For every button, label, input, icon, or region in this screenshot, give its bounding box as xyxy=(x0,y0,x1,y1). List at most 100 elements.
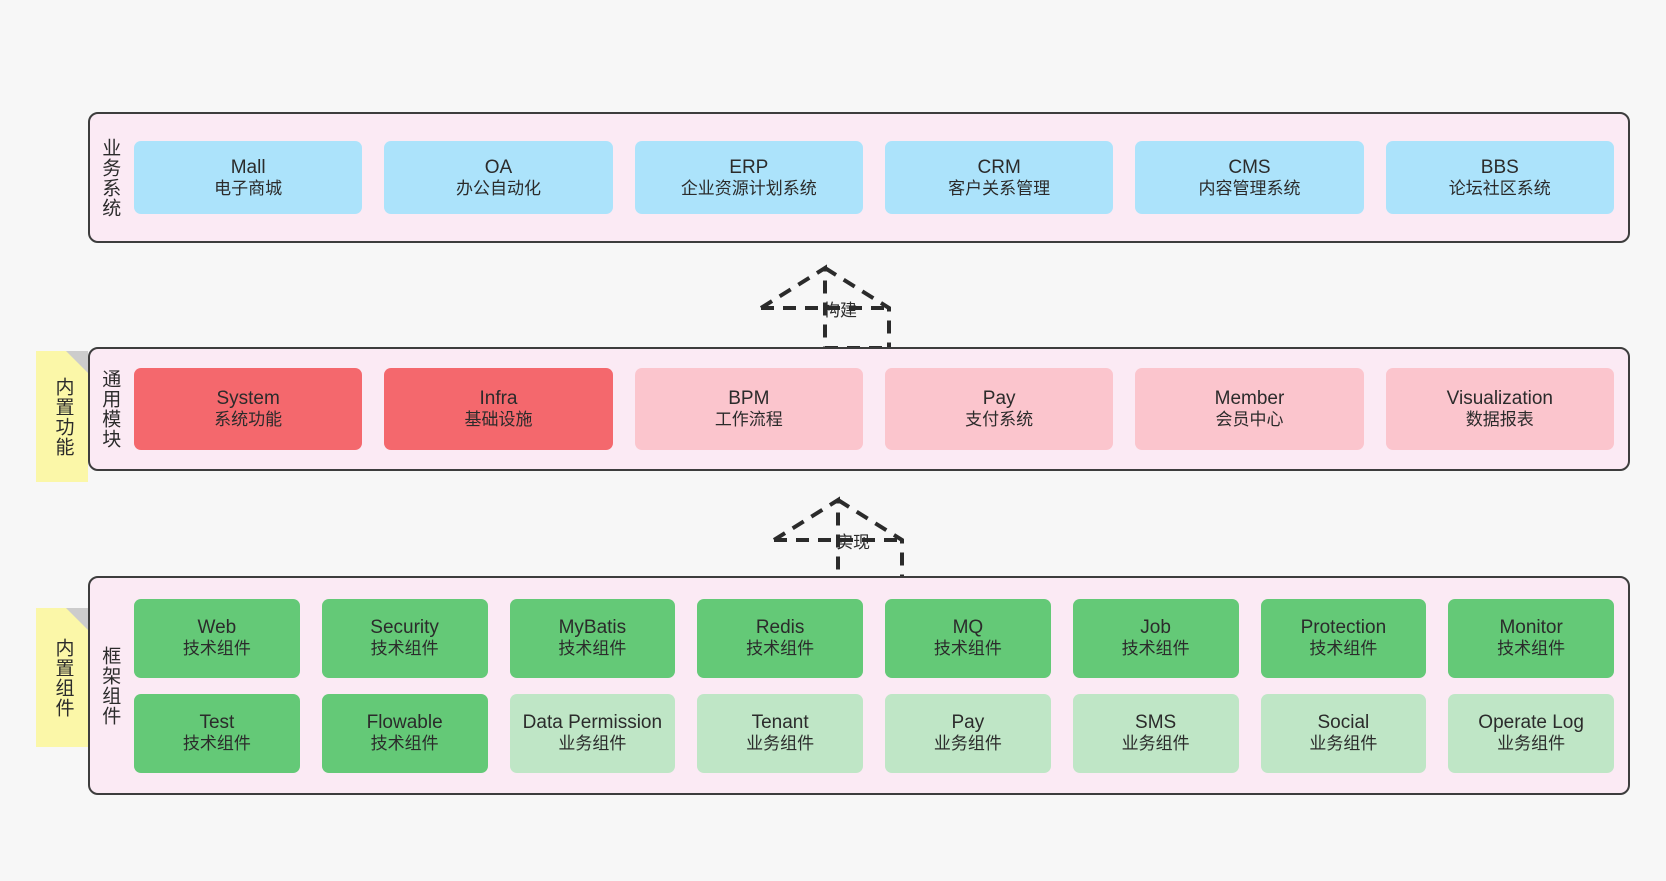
card-subtitle: 系统功能 xyxy=(214,410,283,430)
note-fold-corner-icon xyxy=(66,351,88,373)
layer-business-system: 业务系统 Mall 电子商城 OA 办公自动化 ERP 企业资源计划系统 CRM… xyxy=(88,112,1630,243)
layer-body-common: System 系统功能 Infra 基础设施 BPM 工作流程 Pay 支付系统… xyxy=(128,349,1628,469)
card-title: Operate Log xyxy=(1478,712,1584,734)
card-title: Mall xyxy=(230,156,266,178)
card-subtitle: 技术组件 xyxy=(370,639,439,659)
card-tenant[interactable]: Tenant 业务组件 xyxy=(697,693,863,773)
card-sms[interactable]: SMS 业务组件 xyxy=(1072,693,1239,773)
layer-title-framework: 框架组件 xyxy=(99,645,121,726)
card-subtitle: 技术组件 xyxy=(558,639,627,659)
card-title: Job xyxy=(1140,617,1171,639)
card-title: Security xyxy=(370,617,439,639)
card-title: Data Permission xyxy=(522,712,663,734)
framework-card-row-2: Test 技术组件 Flowable 技术组件 Data Permission … xyxy=(134,693,1614,773)
card-subtitle: 基础设施 xyxy=(464,410,533,430)
card-title: ERP xyxy=(729,156,769,178)
note-builtin-component: 内置组件 xyxy=(36,608,88,747)
layer-body-business: Mall 电子商城 OA 办公自动化 ERP 企业资源计划系统 CRM 客户关系… xyxy=(128,114,1628,241)
card-subtitle: 技术组件 xyxy=(933,639,1002,659)
note-label: 内置功能 xyxy=(52,376,74,457)
card-bpm[interactable]: BPM 工作流程 xyxy=(634,368,863,450)
card-pay-component[interactable]: Pay 业务组件 xyxy=(885,693,1051,773)
card-subtitle: 企业资源计划系统 xyxy=(680,178,817,198)
card-subtitle: 数据报表 xyxy=(1465,410,1534,430)
card-title: OA xyxy=(484,156,513,178)
card-bbs[interactable]: BBS 论坛社区系统 xyxy=(1385,141,1614,214)
card-visualization[interactable]: Visualization 数据报表 xyxy=(1385,368,1614,450)
card-system[interactable]: System 系统功能 xyxy=(134,368,363,450)
card-operate-log[interactable]: Operate Log 业务组件 xyxy=(1448,693,1614,773)
card-title: MyBatis xyxy=(558,617,627,639)
layer-common-module: 通用模块 System 系统功能 Infra 基础设施 BPM 工作流程 Pay… xyxy=(88,347,1630,471)
card-subtitle: 论坛社区系统 xyxy=(1448,178,1551,198)
card-subtitle: 技术组件 xyxy=(746,639,815,659)
card-subtitle: 支付系统 xyxy=(965,410,1034,430)
card-subtitle: 业务组件 xyxy=(1309,734,1378,754)
card-subtitle: 业务组件 xyxy=(1121,734,1190,754)
card-title: Pay xyxy=(982,388,1016,410)
card-subtitle: 技术组件 xyxy=(1309,639,1378,659)
card-job[interactable]: Job 技术组件 xyxy=(1072,598,1239,678)
connector-implement: 实现 xyxy=(768,490,938,590)
card-subtitle: 电子商城 xyxy=(214,178,283,198)
card-title: Web xyxy=(197,617,237,639)
card-title: Visualization xyxy=(1446,388,1553,410)
card-subtitle: 内容管理系统 xyxy=(1198,178,1301,198)
connector-implement-label: 实现 xyxy=(836,533,870,552)
connector-build-label: 构建 xyxy=(823,301,857,320)
card-oa[interactable]: OA 办公自动化 xyxy=(384,141,613,214)
layer-title-business: 业务系统 xyxy=(99,137,121,218)
framework-card-row-1: Web 技术组件 Security 技术组件 MyBatis 技术组件 Redi… xyxy=(134,598,1614,678)
note-label: 内置组件 xyxy=(52,637,74,718)
card-title: CRM xyxy=(977,156,1021,178)
card-title: Flowable xyxy=(366,712,443,734)
card-title: MQ xyxy=(952,617,984,639)
card-subtitle: 办公自动化 xyxy=(455,178,541,198)
card-infra[interactable]: Infra 基础设施 xyxy=(384,368,613,450)
card-mq[interactable]: MQ 技术组件 xyxy=(885,598,1051,678)
card-title: Member xyxy=(1214,388,1285,410)
card-protection[interactable]: Protection 技术组件 xyxy=(1260,598,1427,678)
card-title: Social xyxy=(1317,712,1370,734)
card-test[interactable]: Test 技术组件 xyxy=(134,693,300,773)
card-redis[interactable]: Redis 技术组件 xyxy=(697,598,863,678)
card-subtitle: 会员中心 xyxy=(1215,410,1284,430)
card-data-permission[interactable]: Data Permission 业务组件 xyxy=(509,693,676,773)
card-security[interactable]: Security 技术组件 xyxy=(321,598,488,678)
card-social[interactable]: Social 业务组件 xyxy=(1260,693,1427,773)
card-subtitle: 业务组件 xyxy=(1497,734,1566,754)
card-title: Test xyxy=(199,712,235,734)
layer-framework-component: 框架组件 Web 技术组件 Security 技术组件 MyBatis 技术组件… xyxy=(88,576,1630,795)
card-title: Protection xyxy=(1300,617,1387,639)
card-monitor[interactable]: Monitor 技术组件 xyxy=(1448,598,1614,678)
card-subtitle: 技术组件 xyxy=(1121,639,1190,659)
note-builtin-feature: 内置功能 xyxy=(36,351,88,482)
card-title: System xyxy=(216,388,280,410)
card-subtitle: 客户关系管理 xyxy=(948,178,1051,198)
card-title: Redis xyxy=(755,617,805,639)
card-title: SMS xyxy=(1135,712,1177,734)
card-subtitle: 技术组件 xyxy=(370,734,439,754)
card-cms[interactable]: CMS 内容管理系统 xyxy=(1135,141,1364,214)
card-erp[interactable]: ERP 企业资源计划系统 xyxy=(634,141,863,214)
card-subtitle: 业务组件 xyxy=(558,734,627,754)
layer-body-framework: Web 技术组件 Security 技术组件 MyBatis 技术组件 Redi… xyxy=(128,578,1628,793)
card-flowable[interactable]: Flowable 技术组件 xyxy=(321,693,488,773)
card-web[interactable]: Web 技术组件 xyxy=(134,598,300,678)
card-member[interactable]: Member 会员中心 xyxy=(1135,368,1364,450)
card-mall[interactable]: Mall 电子商城 xyxy=(134,141,363,214)
card-pay[interactable]: Pay 支付系统 xyxy=(884,368,1114,450)
common-card-row: System 系统功能 Infra 基础设施 BPM 工作流程 Pay 支付系统… xyxy=(134,368,1614,450)
card-title: Tenant xyxy=(751,712,809,734)
card-crm[interactable]: CRM 客户关系管理 xyxy=(884,141,1114,214)
card-mybatis[interactable]: MyBatis 技术组件 xyxy=(509,598,676,678)
layer-title-common: 通用模块 xyxy=(99,369,121,449)
card-subtitle: 技术组件 xyxy=(182,734,251,754)
card-title: Infra xyxy=(479,388,518,410)
card-title: BBS xyxy=(1480,156,1519,178)
connector-build: 构建 xyxy=(755,258,925,358)
card-title: Pay xyxy=(951,712,985,734)
business-card-row: Mall 电子商城 OA 办公自动化 ERP 企业资源计划系统 CRM 客户关系… xyxy=(134,141,1614,214)
card-subtitle: 业务组件 xyxy=(933,734,1002,754)
card-title: BPM xyxy=(728,388,770,410)
